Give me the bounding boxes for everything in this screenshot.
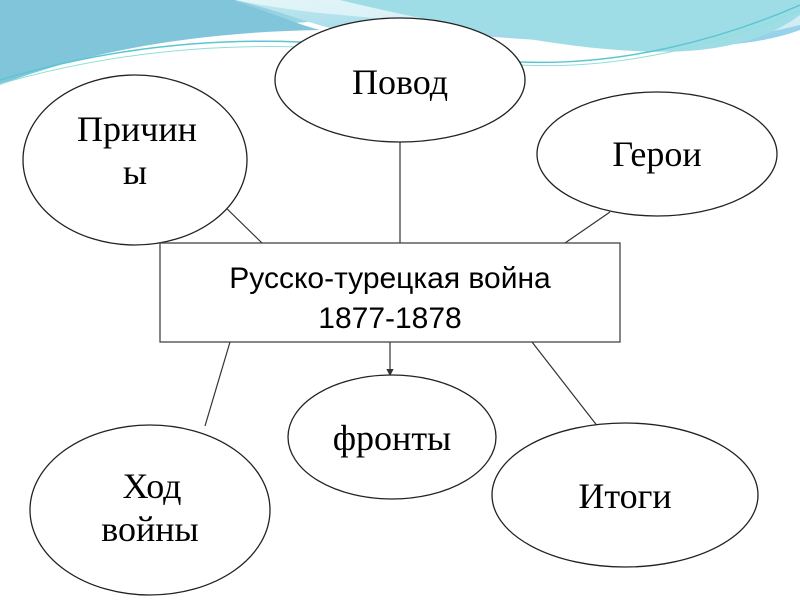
- node-khod-voiny: Ход войны: [29, 424, 271, 596]
- node-prichiny-label-1: Причин: [77, 109, 197, 149]
- node-prichiny: Причин ы: [22, 74, 248, 246]
- node-khod-label-1: Ход: [122, 466, 181, 506]
- connector-khod: [204, 341, 231, 427]
- node-povod-label: Повод: [352, 62, 448, 102]
- node-itogi: Итоги: [491, 422, 759, 568]
- center-title: Русско-турецкая война: [229, 262, 551, 295]
- node-geroi: Герои: [536, 91, 778, 217]
- center-box: Русско-турецкая война 1877-1878: [159, 242, 621, 343]
- connector-itogi: [531, 341, 603, 433]
- node-prichiny-label-2: ы: [123, 152, 147, 192]
- node-fronty-label: фронты: [333, 418, 452, 458]
- node-khod-label-2: войны: [101, 509, 198, 549]
- node-fronty: фронты: [287, 374, 497, 500]
- node-geroi-label: Герои: [612, 134, 701, 174]
- connector-geroi: [564, 211, 611, 244]
- center-years: 1877-1878: [318, 302, 461, 335]
- node-povod: Повод: [274, 17, 526, 143]
- node-itogi-label: Итоги: [578, 476, 671, 516]
